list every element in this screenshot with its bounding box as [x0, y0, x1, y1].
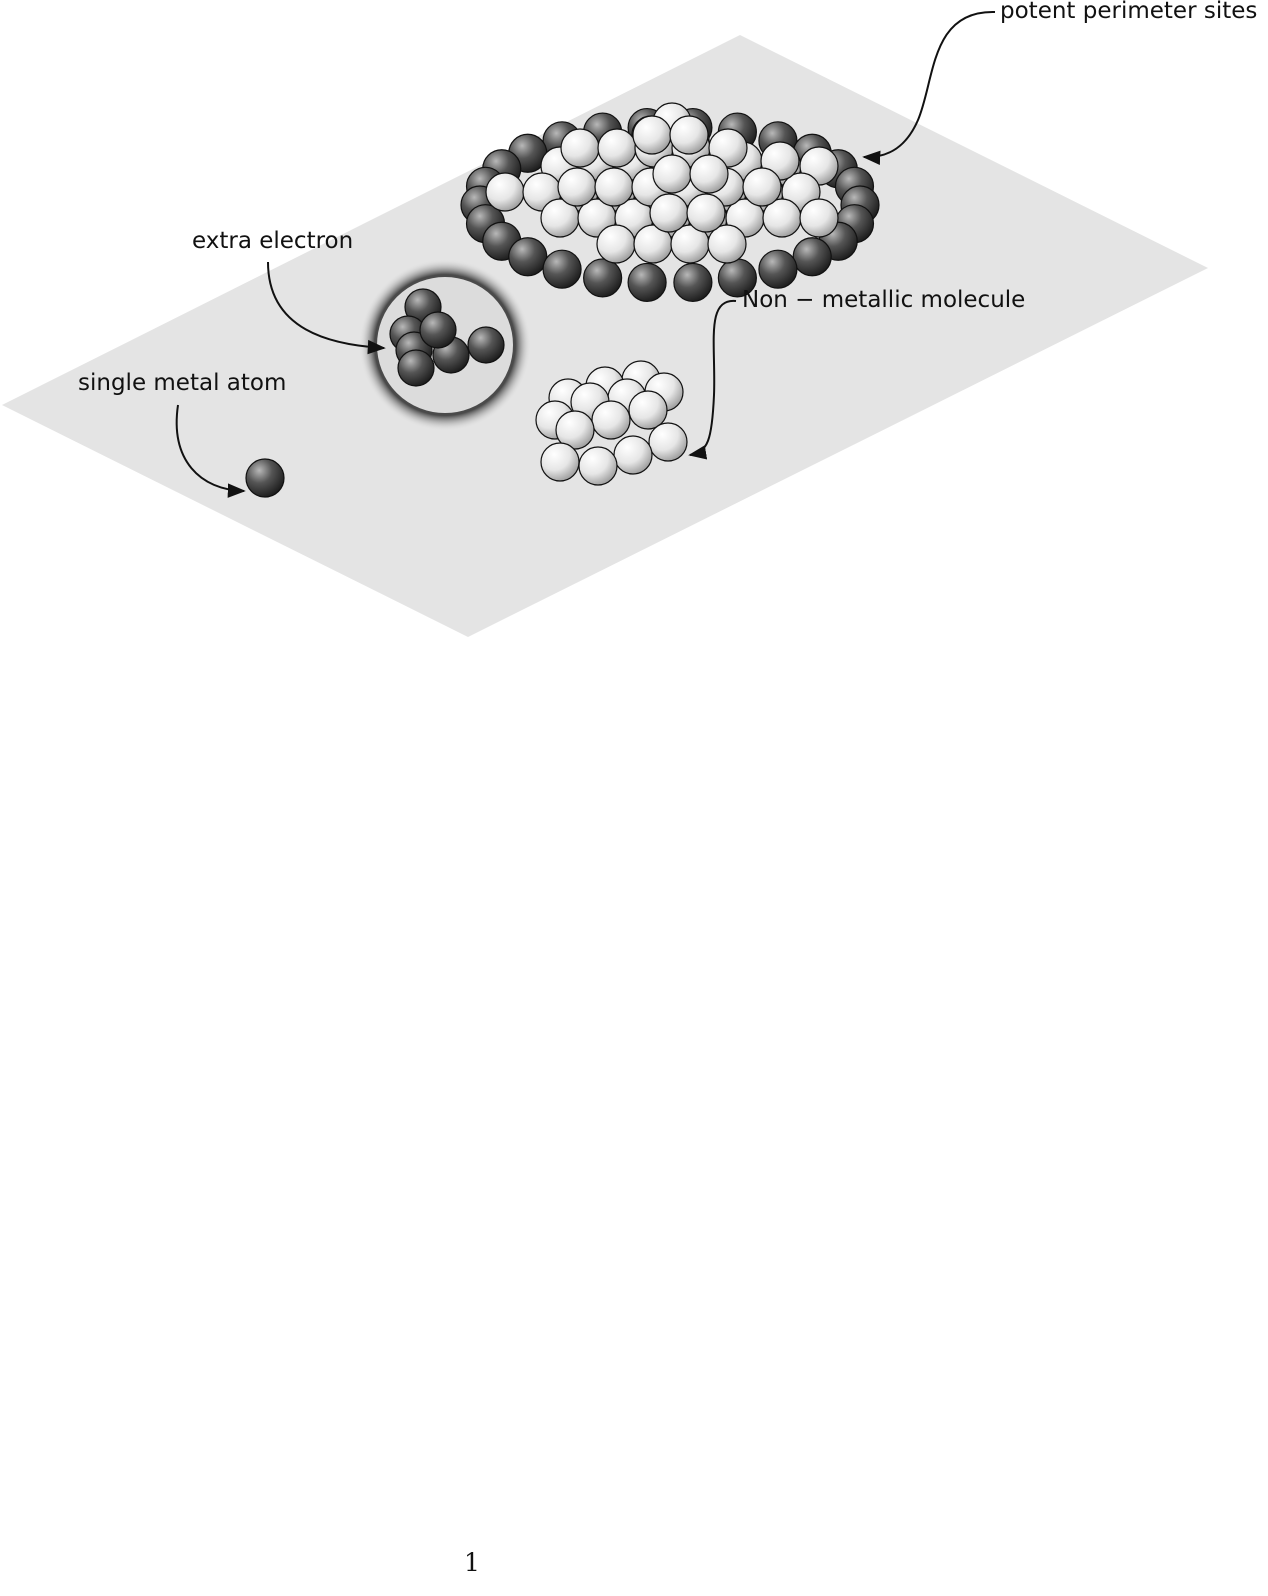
label-non-metallic-molecule: Non − metallic molecule: [742, 287, 1026, 313]
dark-atom: [397, 349, 435, 387]
light-atom: [707, 224, 747, 264]
substrate-surface: [2, 35, 1208, 637]
arrow-perimeter: [862, 10, 996, 165]
light-atom: [689, 154, 729, 194]
light-atom: [597, 128, 637, 168]
dark-atom: [508, 237, 548, 277]
light-atom: [686, 193, 726, 233]
light-atom: [485, 172, 525, 212]
metal-cluster-large: [460, 102, 880, 303]
light-atom: [742, 167, 782, 207]
dark-atom: [542, 249, 582, 289]
light-atom: [596, 224, 636, 264]
light-atom: [649, 193, 689, 233]
light-atom: [628, 390, 668, 430]
light-atom: [555, 410, 595, 450]
label-potent-perimeter-sites: potent perimeter sites: [1000, 0, 1258, 24]
arrow-nonmetal: [688, 299, 737, 460]
arrow-electron: [267, 261, 386, 355]
light-atom: [540, 442, 580, 482]
light-atom: [557, 167, 597, 207]
dark-atom: [419, 311, 457, 349]
dark-atom: [758, 249, 798, 289]
dark-atom: [583, 258, 623, 298]
page-number: 1: [464, 1548, 480, 1577]
light-atom: [613, 435, 653, 475]
light-atom: [578, 446, 618, 486]
light-atom: [594, 167, 634, 207]
light-atom: [799, 198, 839, 238]
light-atom: [560, 128, 600, 168]
single-metal-atom: [245, 458, 285, 498]
non-metallic-molecule: [535, 360, 688, 486]
light-atom: [652, 154, 692, 194]
dark-atom: [792, 237, 832, 277]
dark-atom: [467, 326, 505, 364]
light-atom: [632, 115, 672, 155]
light-atom: [648, 422, 688, 462]
dark-atom: [673, 262, 713, 303]
dark-atom: [627, 262, 667, 303]
arrow-single: [175, 404, 246, 498]
light-atom: [591, 400, 631, 440]
label-extra-electron: extra electron: [192, 228, 354, 254]
label-single-metal-atom: single metal atom: [78, 370, 287, 396]
charged-cluster: [359, 259, 531, 431]
light-atom: [669, 115, 709, 155]
